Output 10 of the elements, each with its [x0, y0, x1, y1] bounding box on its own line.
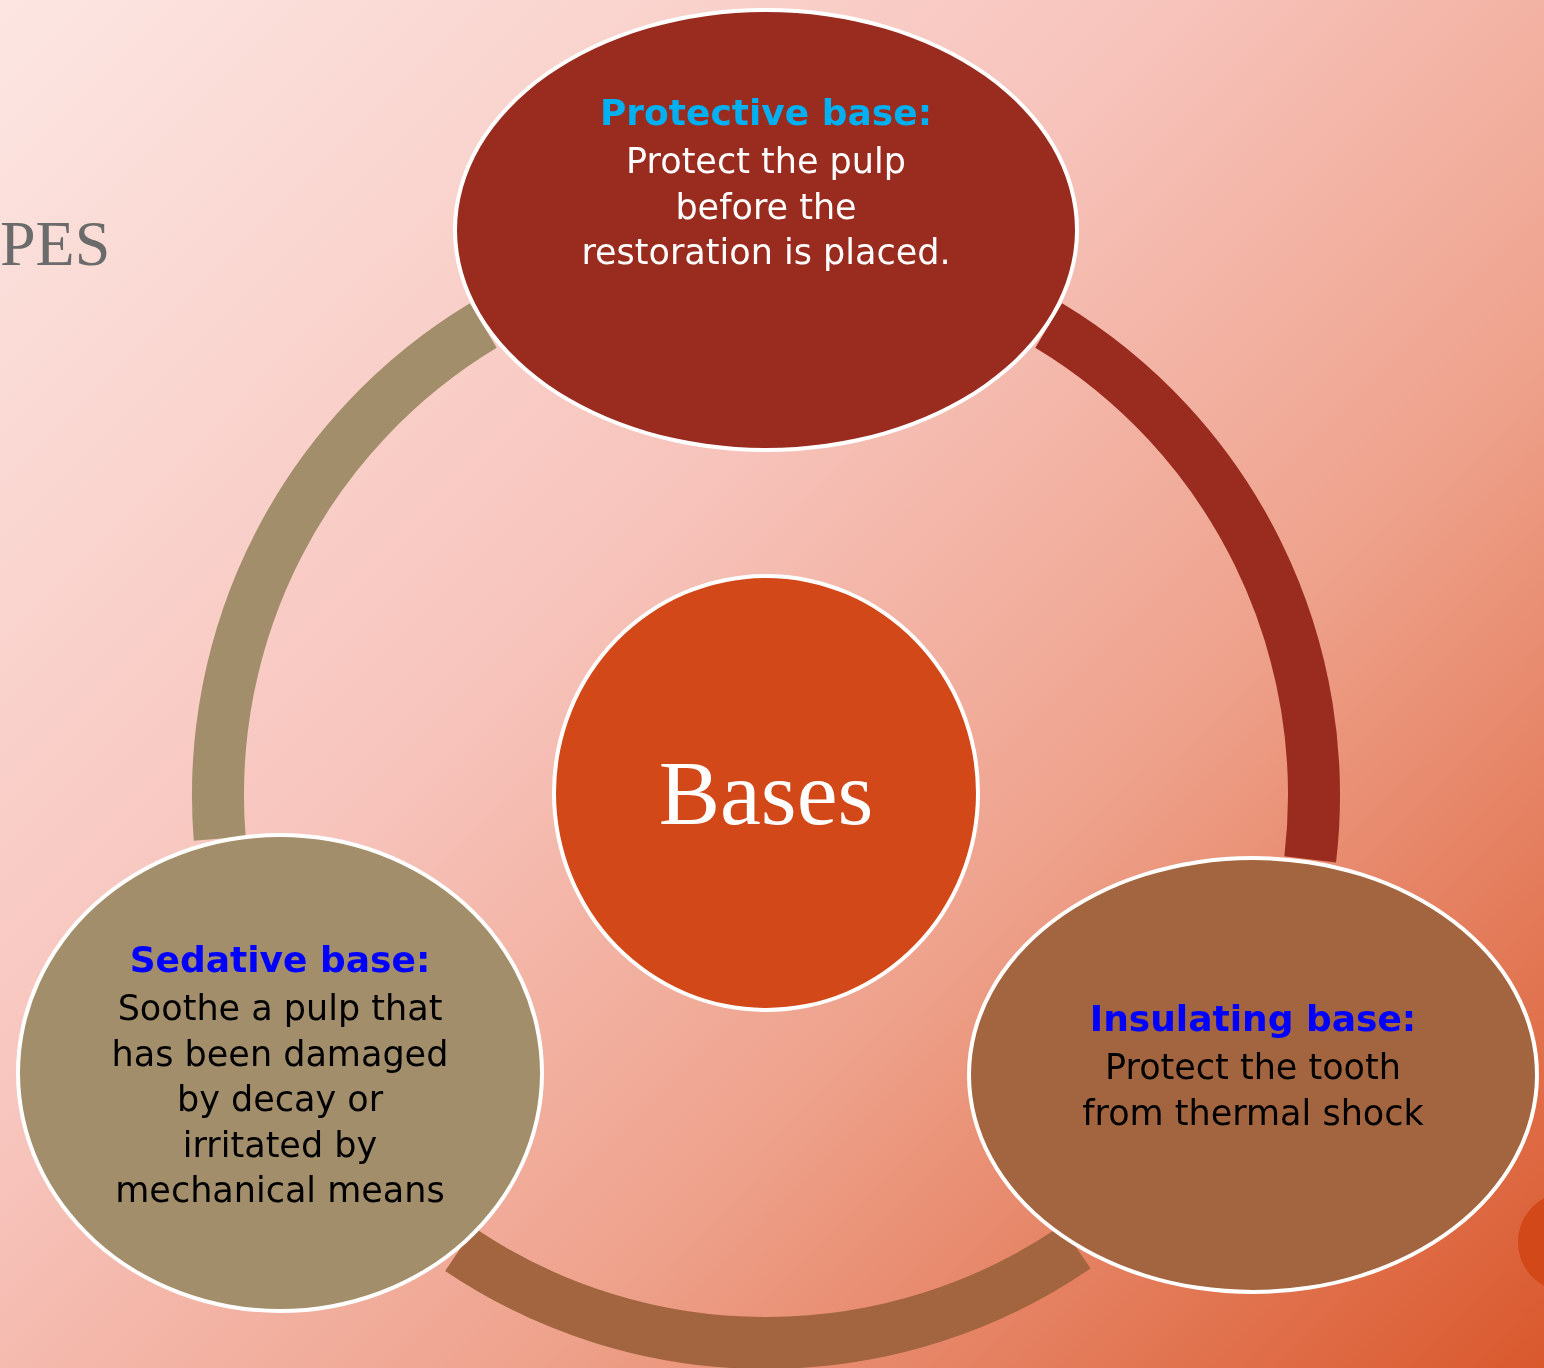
node-heading: Sedative base: [129, 938, 431, 982]
node-heading: Insulating base: [1089, 997, 1417, 1041]
node-description: Protect the pulp before the restoration is placed. [580, 140, 952, 274]
ring-arc-connector [1033, 304, 1340, 861]
ring-arc-connector [192, 304, 499, 840]
node-description: Soothe a pulp that has been damaged by decay or irritated by mechanical means [110, 987, 450, 1212]
heading-text: PES [0, 207, 111, 281]
node-heading: Protective base: [599, 91, 933, 135]
node-description: Protect the tooth from thermal shock [1081, 1046, 1425, 1135]
center-title: Bases [658, 747, 874, 839]
